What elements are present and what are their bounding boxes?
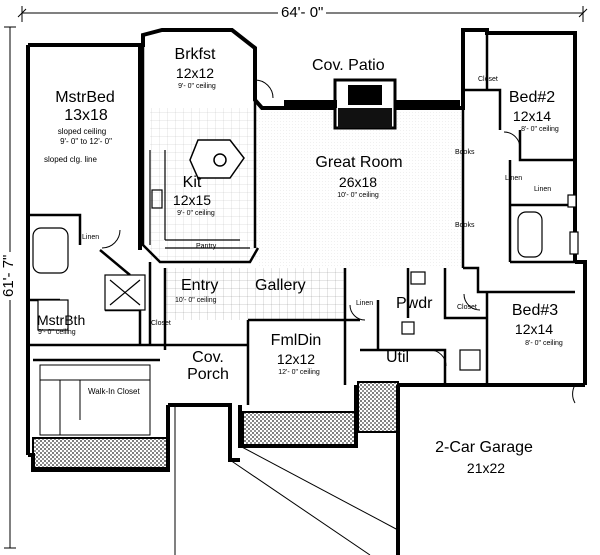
closet-pwdr-label: Closet — [457, 304, 477, 311]
closet-entry-label: Closet — [151, 320, 171, 327]
bed2-bath-fixtures — [517, 194, 579, 258]
planter-right — [357, 381, 399, 433]
entry-tile-floor — [165, 268, 345, 320]
kitchen-island — [189, 139, 245, 179]
garage-name: 2-Car Garage — [435, 439, 533, 456]
depth-dimension: 61'- 7" — [0, 251, 17, 300]
planter-left — [32, 437, 169, 469]
entry-ceiling: 10'- 0" ceiling — [175, 297, 217, 304]
garage-size: 21x22 — [466, 460, 506, 476]
kit-name: Kit — [182, 174, 202, 191]
linen-bed2-label: Linen — [505, 175, 523, 182]
brkfst-ceiling: 9'- 0" ceiling — [178, 83, 216, 90]
doors — [101, 79, 576, 404]
planter-middle — [242, 411, 357, 447]
porch-steps — [174, 405, 399, 555]
linen-mstr-label: Linen — [82, 234, 100, 241]
pwdr-name: Pwdr — [396, 295, 433, 312]
fml-din-name: FmlDin — [270, 332, 322, 349]
great-room-size: 26x18 — [338, 174, 378, 190]
gallery-name: Gallery — [255, 277, 306, 294]
mstr-bth-ceiling: 9'- 0" ceiling — [38, 329, 76, 336]
bed2-name: Bed#2 — [508, 89, 556, 106]
books-1-label: Books — [455, 149, 475, 156]
kitchen-tile-floor — [150, 108, 258, 260]
mstr-bed-name: MstrBed — [55, 89, 115, 106]
brkfst-size: 12x12 — [175, 65, 215, 81]
powder-room-fixtures — [401, 271, 481, 371]
entry-name: Entry — [181, 277, 219, 294]
mstr-bed-ceiling-1: sloped ceiling — [57, 127, 107, 136]
cov-patio-name: Cov. Patio — [312, 57, 385, 74]
great-room-ceiling: 10'- 0" ceiling — [337, 192, 379, 199]
kit-size: 12x15 — [172, 192, 212, 208]
walk-in-closet-label: Walk-In Closet — [88, 387, 140, 396]
master-bath-fixtures — [32, 227, 146, 331]
bed2-size: 12x14 — [512, 108, 552, 124]
kitchen-counters — [149, 150, 250, 249]
cov-porch-name: Cov. — [192, 349, 224, 366]
linen-pwdr-label: Linen — [356, 300, 374, 307]
walk-in-closet-shelves — [39, 364, 151, 436]
bed3-name: Bed#3 — [511, 302, 559, 319]
mstr-bed-size: 13x18 — [64, 107, 108, 124]
linen-hall-label: Linen — [534, 186, 552, 193]
mstr-bth-name: MstrBth — [37, 312, 86, 328]
books-2-label: Books — [455, 222, 475, 229]
bed2-ceiling: 8'- 0" ceiling — [521, 126, 559, 133]
fireplace — [284, 78, 460, 130]
width-dimension: 64'- 0" — [278, 5, 327, 20]
fml-din-ceiling: 12'- 0" ceiling — [278, 369, 320, 376]
cov-porch-name-2: Porch — [187, 366, 229, 383]
pantry-label: Pantry — [196, 243, 217, 250]
brkfst-name: Brkfst — [174, 46, 216, 63]
interior-walls — [28, 33, 575, 405]
great-room-floor — [258, 108, 463, 268]
bed3-size: 12x14 — [514, 321, 554, 337]
fml-din-size: 12x12 — [276, 351, 316, 367]
mstr-bed-note: sloped clg. line — [44, 155, 97, 164]
bed3-ceiling: 8'- 0" ceiling — [525, 340, 563, 347]
closet-bed2-label: Closet — [478, 76, 498, 83]
util-name: Util — [386, 349, 410, 366]
great-room-name: Great Room — [315, 154, 403, 171]
mstr-bed-ceiling-2: 9'- 0" to 12'- 0" — [60, 137, 112, 146]
kit-ceiling: 9'- 0" ceiling — [177, 210, 215, 217]
